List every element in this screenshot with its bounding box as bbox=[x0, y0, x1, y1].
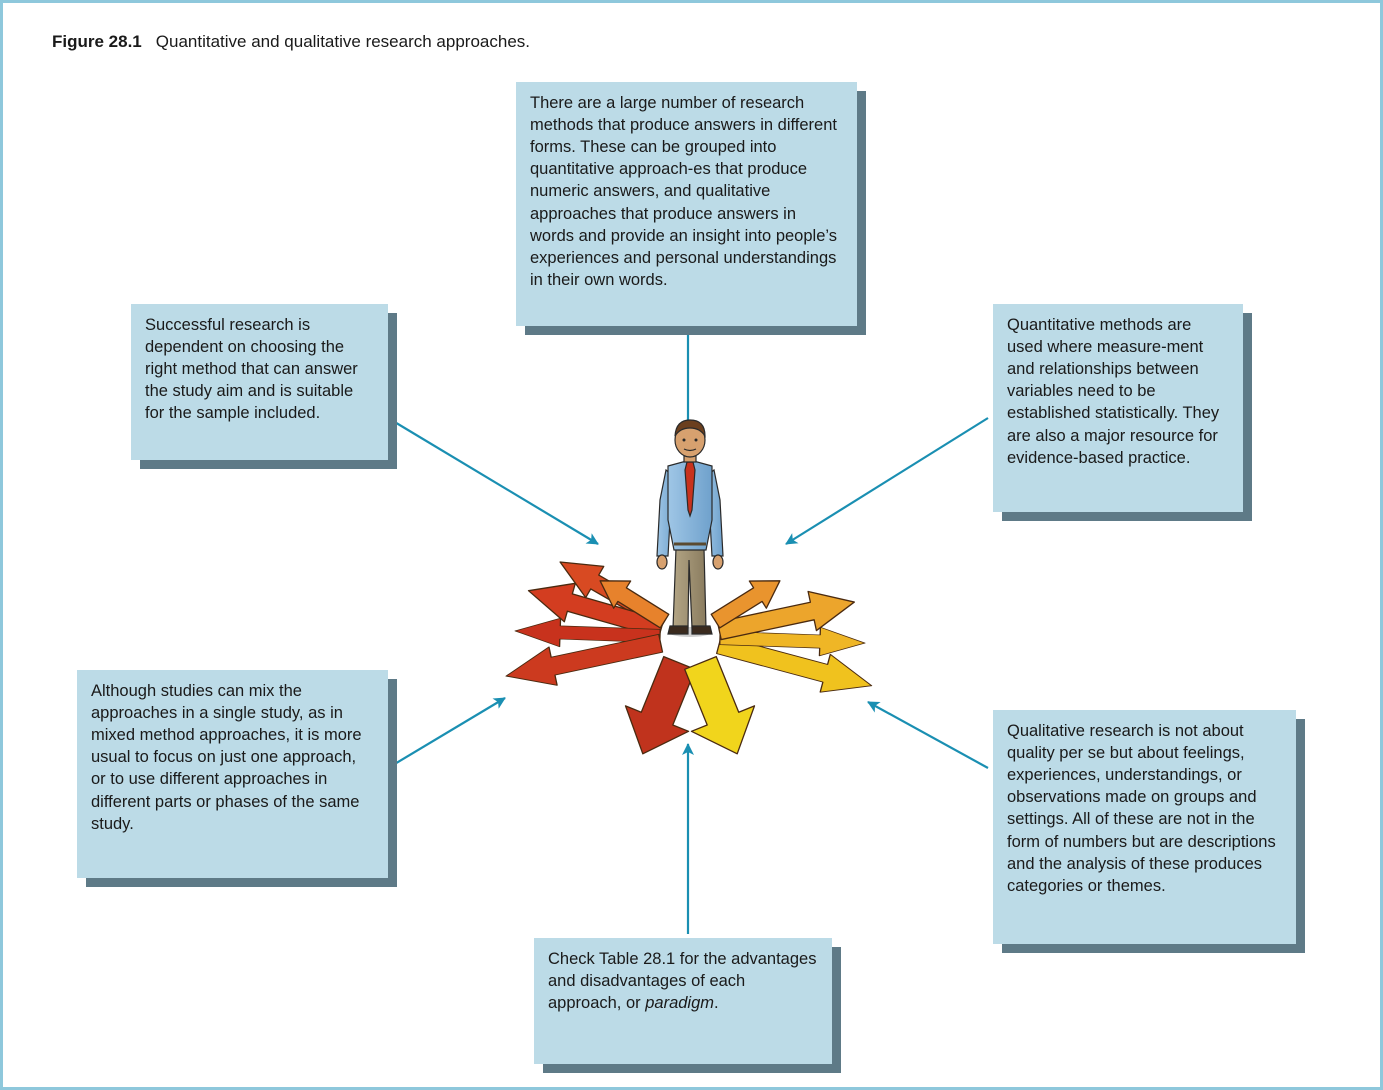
text-box-lower-right: Qualitative research is not about qualit… bbox=[993, 710, 1296, 944]
text-box-upper-right: Quantitative methods are used where meas… bbox=[993, 304, 1243, 512]
text-box-lower-left: Although studies can mix the approaches … bbox=[77, 670, 388, 878]
text-box-upper-right-text: Quantitative methods are used where meas… bbox=[1007, 316, 1220, 467]
text-box-top: There are a large number of research met… bbox=[516, 82, 857, 326]
text-box-bottom-emphasis: paradigm bbox=[645, 994, 715, 1013]
text-box-upper-left: Successful research is dependent on choo… bbox=[131, 304, 388, 460]
text-box-bottom: Check Table 28.1 for the advantages and … bbox=[534, 938, 832, 1064]
text-box-lower-right-text: Qualitative research is not about qualit… bbox=[1007, 722, 1276, 895]
person-figure-icon bbox=[656, 419, 724, 637]
direction-arrows-icon bbox=[505, 561, 873, 755]
text-box-bottom-text: Check Table 28.1 for the advantages and … bbox=[548, 950, 817, 1013]
figure-caption: Figure 28.1 Quantitative and qualitative … bbox=[52, 32, 530, 52]
connector-upper-left bbox=[387, 417, 599, 545]
connector-upper-right bbox=[785, 417, 989, 545]
text-box-top-text: There are a large number of research met… bbox=[530, 94, 837, 289]
figure-title: Quantitative and qualitative research ap… bbox=[155, 32, 530, 51]
text-box-bottom-suffix: . bbox=[714, 994, 719, 1013]
connector-lower-left bbox=[387, 697, 506, 769]
connector-arrows bbox=[387, 330, 989, 934]
connector-lower-right bbox=[867, 701, 989, 769]
figure-label: Figure 28.1 bbox=[52, 32, 142, 51]
text-box-upper-left-text: Successful research is dependent on choo… bbox=[145, 316, 358, 423]
text-box-lower-left-text: Although studies can mix the approaches … bbox=[91, 682, 362, 833]
